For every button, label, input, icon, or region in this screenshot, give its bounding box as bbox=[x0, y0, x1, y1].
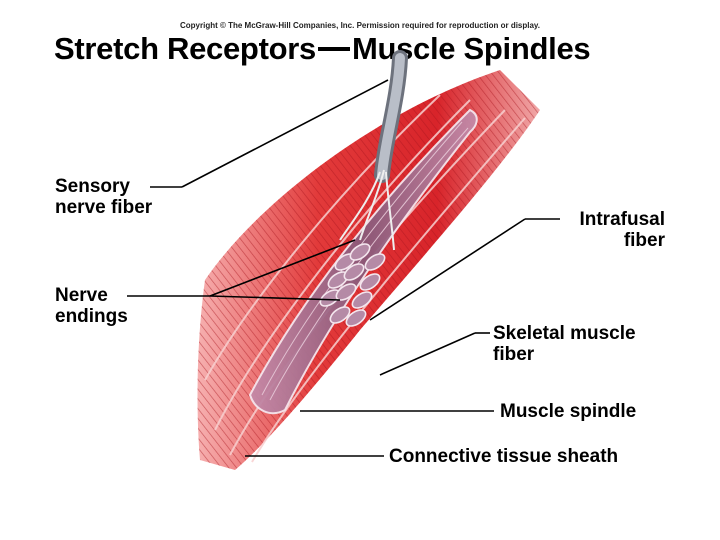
label-nerve-endings: Nerve endings bbox=[55, 285, 128, 327]
leader-intrafusal-diagonal bbox=[369, 218, 526, 321]
label-line: Nerve bbox=[55, 285, 108, 306]
sensory-nerve-fiber bbox=[339, 50, 408, 251]
nerve-endings-coils bbox=[319, 243, 386, 327]
label-line: fiber bbox=[623, 230, 665, 251]
copyright-notice: Copyright © The McGraw-Hill Companies, I… bbox=[179, 21, 541, 30]
leader-nerve-endings-lower bbox=[209, 295, 341, 301]
title-dash bbox=[317, 46, 350, 51]
label-connective-tissue-sheath: Connective tissue sheath bbox=[389, 446, 619, 467]
label-line: Sensory bbox=[55, 176, 130, 197]
label-line: fiber bbox=[493, 344, 535, 365]
title-part-1: Stretch Receptors bbox=[54, 31, 316, 66]
title-part-2: Muscle Spindles bbox=[351, 31, 591, 66]
leader-nerve-endings-upper bbox=[209, 239, 356, 297]
page-title: Stretch Receptors Muscle Spindles bbox=[54, 30, 591, 68]
leader-lines bbox=[127, 79, 560, 457]
leader-sensory-nerve-diagonal bbox=[181, 79, 389, 188]
label-skeletal-muscle-fiber: Skeletal muscle fiber bbox=[493, 323, 636, 365]
label-line: Skeletal muscle bbox=[493, 323, 636, 344]
label-line: endings bbox=[55, 306, 128, 327]
label-intrafusal-fiber: Intrafusal fiber bbox=[540, 209, 665, 251]
label-line: Intrafusal bbox=[579, 209, 665, 230]
label-line: nerve fiber bbox=[55, 197, 153, 218]
leader-skeletal-muscle-diagonal bbox=[379, 332, 476, 376]
label-muscle-spindle: Muscle spindle bbox=[500, 401, 637, 422]
label-sensory-nerve-fiber: Sensory nerve fiber bbox=[55, 176, 152, 218]
